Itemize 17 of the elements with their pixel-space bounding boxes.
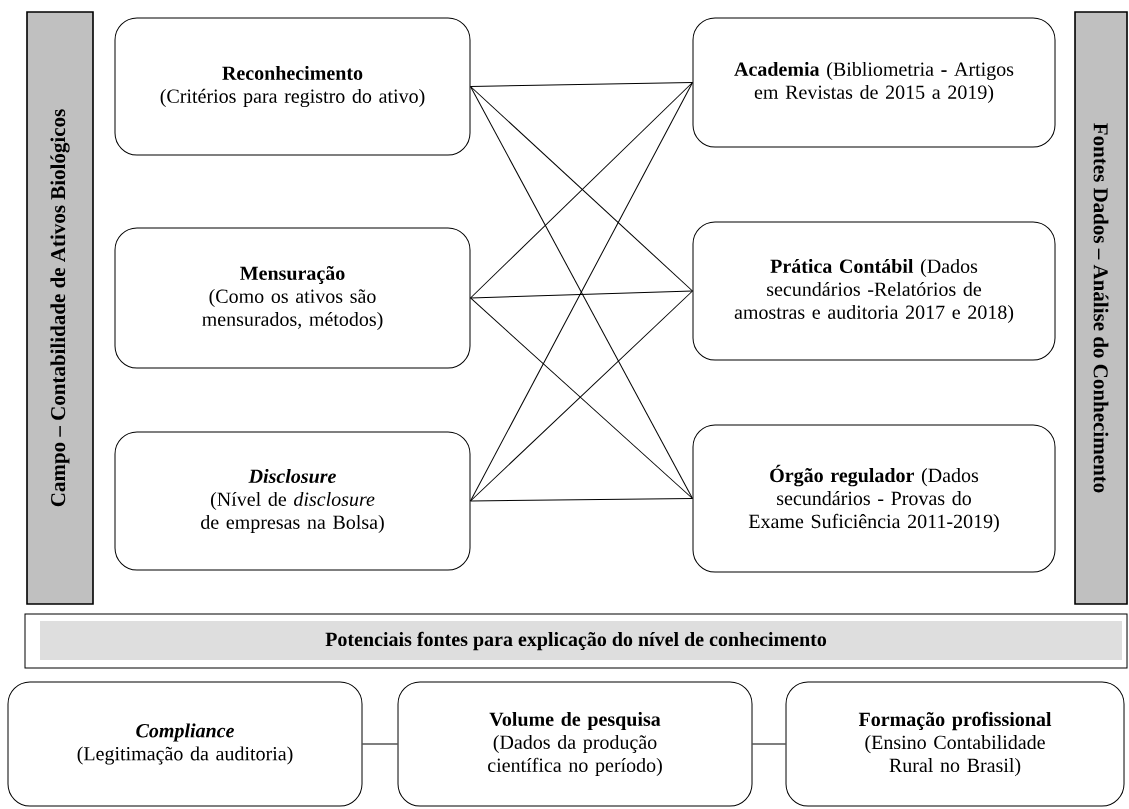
banner: Potenciais fontes para explicação do nível de conhecimento <box>24 613 1128 669</box>
rounded-box: Reconhecimento (Critérios para registro do ativo) <box>114 17 471 156</box>
rounded-box: Compliance (Legitimação da auditoria) <box>7 681 363 807</box>
rounded-box: Prática Contábil (Dados secundários -Relatórios de amostras e auditoria 2017 e 2018) <box>692 221 1056 361</box>
rounded-box: Academia (Bibliometria - Artigos em Revistas de 2015 a 2019) <box>692 17 1056 148</box>
connector-line <box>362 743 398 745</box>
connector-line <box>470 290 693 299</box>
connector-line <box>752 743 786 745</box>
rounded-box: Órgão regulador (Dados secundários - Provas do Exame Suficiência 2011-2019) <box>692 424 1056 573</box>
rounded-box: Volume de pesquisa (Dados da produção científica no período) <box>397 681 753 807</box>
connector-line <box>470 498 693 502</box>
rounded-box: Mensuração (Como os ativos são mensurados, métodos) <box>114 227 471 369</box>
rounded-box: Formação profissional (Ensino Contabilidade Rural no Brasil) <box>785 681 1125 807</box>
side-bar: Campo – Contabilidade de Ativos Biológicos <box>26 11 94 605</box>
rounded-box: Disclosure (Nível de disclosure de empresas na Bolsa) <box>114 431 471 571</box>
side-bar: Fontes Dados – Análise do Conhecimento <box>1074 11 1128 605</box>
connector-line <box>470 82 693 87</box>
